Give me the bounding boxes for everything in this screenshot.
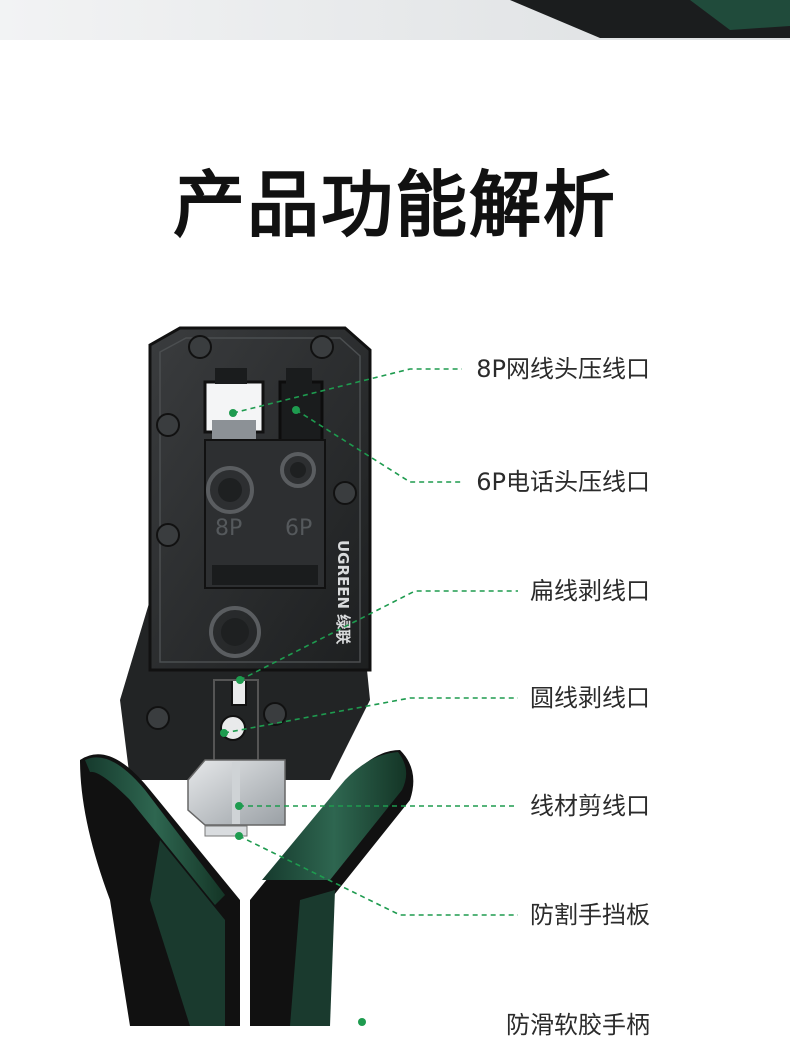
left-handle: [80, 754, 240, 1026]
callout-grip: 防滑软胶手柄: [506, 1011, 650, 1039]
die-inner-panel: [204, 439, 326, 589]
callout-dots: [220, 406, 366, 1026]
callout-8p-crimp: 8P网线头压线口: [476, 355, 650, 383]
top-product-strip: [0, 0, 790, 40]
guard-plate: [204, 825, 248, 837]
callout-cutter: 线材剪线口: [530, 792, 650, 820]
die-mark-6p: 6P: [285, 516, 312, 541]
die-mark-8p: 8P: [215, 516, 242, 541]
page-title: 产品功能解析: [172, 163, 617, 247]
brand-logo: UGREEN 绿联: [334, 540, 352, 645]
crimp-cavities: [203, 368, 324, 444]
callout-flat-strip: 扁线剥线口: [530, 577, 650, 605]
right-handle: [250, 750, 414, 1026]
callout-round-strip: 圆线剥线口: [530, 684, 650, 712]
callout-leaders: [223, 368, 518, 916]
callout-guard: 防割手挡板: [530, 901, 650, 929]
callout-6p-crimp: 6P电话头压线口: [476, 468, 650, 496]
lower-die: [209, 606, 261, 658]
